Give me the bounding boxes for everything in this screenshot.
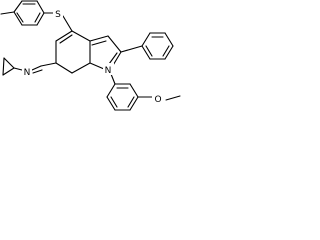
cyclopropyl-bond-1: [3, 57, 15, 69]
methyl-bond: [0, 11, 15, 15]
anisyl-bond-2: [129, 83, 139, 98]
tolyl-bond-4: [36, 12, 45, 26]
ring5-bond-n1-c7a: [89, 62, 105, 70]
sulfur-atom: S: [53, 7, 63, 20]
structure-drawing: S N N O: [0, 0, 181, 111]
c5-imine-carbon-bond: [40, 62, 57, 67]
anisyl-bond-5: [106, 96, 116, 111]
imine-nitrogen-atom: N: [22, 65, 32, 78]
ring6-double-c5-c4: [59, 34, 73, 44]
phenyl-inner-bond-3: [145, 45, 153, 57]
ring6-bond-c7a-c7: [71, 62, 91, 74]
imine-double-bond-outer: [31, 65, 42, 71]
tolyl-ring: [0, 0, 45, 26]
sulfur-label: S: [55, 10, 61, 20]
ring-nitrogen-atom: N: [103, 63, 114, 76]
anisyl-bond-6: [106, 83, 116, 98]
tolyl-bond-3: [36, 0, 45, 14]
ring5-bond-c3-c2: [107, 35, 122, 53]
ring5-double-c3a-c3: [91, 40, 107, 46]
cyclopropyl-ring: [2, 57, 15, 76]
phenyl-ring: [141, 32, 174, 60]
anisyl-inner-bond-3: [110, 96, 118, 108]
ring6-bond-c5-c4: [55, 30, 73, 42]
cyclopropyl-bond-3: [2, 67, 15, 76]
phenyl-bond-3: [164, 32, 174, 47]
tolyl-inner-bond-2: [34, 12, 41, 23]
molecule-diagram: S N N O: [0, 0, 206, 125]
phenyl-bond-6: [141, 45, 151, 60]
ring-nitrogen-label: N: [105, 66, 112, 76]
methoxyphenyl-ring: [106, 83, 139, 111]
anisyl-inner-bond-2: [127, 96, 135, 108]
methoxy-oxygen-label: O: [154, 95, 161, 105]
ring5-bond-c3a-c3: [89, 35, 109, 42]
tolyl-bond-6: [13, 11, 23, 26]
oxygen-methyl-bond: [165, 95, 181, 101]
indole-phenyl-bond: [120, 45, 143, 53]
imine-double-bond-inner: [32, 69, 43, 74]
anisyl-bond-3: [129, 96, 139, 111]
phenyl-bond-1: [141, 32, 151, 47]
indole-core: [55, 30, 122, 74]
imine-nitrogen-label: N: [24, 68, 31, 78]
ring6-bond-c7-c6: [55, 62, 73, 74]
tolyl-inner-bond-3: [16, 12, 24, 23]
tolyl-bond-1: [13, 0, 23, 13]
imine-cyclopropyl-bond: [13, 67, 23, 71]
ring6-bond-c4-c3a: [71, 30, 91, 42]
phenyl-bond-4: [164, 45, 174, 60]
nitrogen-aryl-bond: [110, 73, 116, 85]
ring5-double-c2-n1: [108, 52, 118, 65]
cyclopropyl-bond-2: [2, 57, 5, 76]
oxygen-atom: O: [152, 92, 165, 105]
sulfur-indole-bond: [62, 15, 73, 32]
phenyl-inner-bond-2: [162, 45, 170, 57]
